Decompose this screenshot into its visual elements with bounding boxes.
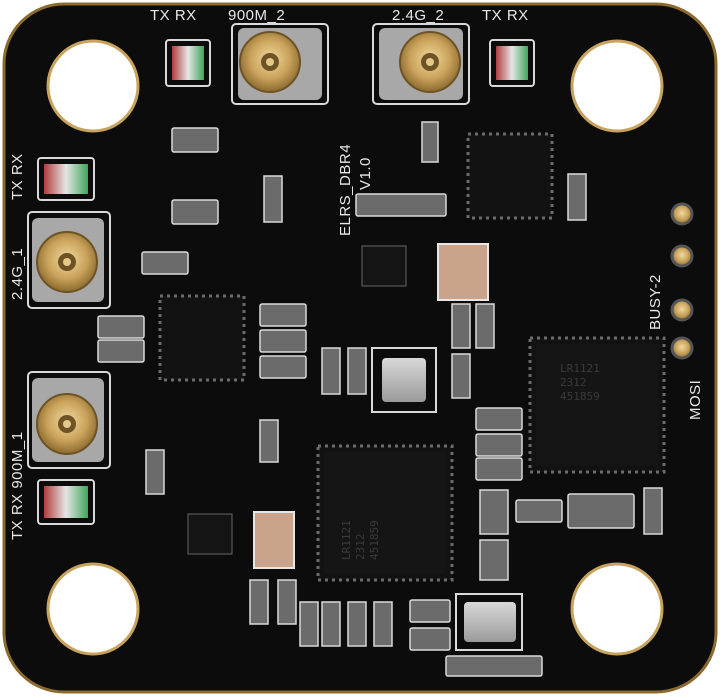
led-tx-rx-top-right bbox=[489, 39, 535, 87]
silk-left-lower-combined: TX RX 900M_1 bbox=[9, 431, 26, 540]
silk-top-left-ledlabel: TX RX bbox=[150, 7, 197, 24]
silk-board-name: ELRS_DBR4 bbox=[337, 144, 354, 236]
antenna-connector-2-4g-2 bbox=[372, 23, 470, 105]
rf-chip-right bbox=[528, 336, 666, 474]
silk-left-upper-ledlabel: TX RX bbox=[9, 153, 26, 200]
svg-text:2312: 2312 bbox=[560, 376, 587, 389]
svg-text:451859: 451859 bbox=[560, 390, 600, 403]
silk-top-right-ledlabel: TX RX bbox=[482, 7, 529, 24]
mounting-hole-top-left bbox=[46, 39, 140, 133]
solder-pads-right bbox=[670, 202, 694, 360]
svg-text:LR1121: LR1121 bbox=[340, 520, 353, 560]
passive-components bbox=[97, 121, 663, 677]
rf-chip-center bbox=[316, 444, 454, 582]
antenna-connector-2-4g-1 bbox=[27, 211, 111, 309]
svg-text:LR1121: LR1121 bbox=[560, 362, 600, 375]
antenna-connector-900m-2 bbox=[231, 23, 329, 105]
soic-chip-top bbox=[361, 243, 489, 301]
crystal-bottom bbox=[455, 593, 523, 651]
silk-board-version: V1.0 bbox=[357, 157, 374, 190]
silk-left-upper-antenna: 2.4G_1 bbox=[9, 248, 26, 300]
led-tx-rx-left-upper bbox=[37, 157, 95, 201]
led-tx-rx-top-left bbox=[165, 39, 211, 87]
chip-marking-right: LR1121 2312 451859 bbox=[560, 362, 600, 403]
mcu-chip-top-right bbox=[466, 132, 554, 220]
chip-marking-center: LR1121 2312 451859 bbox=[340, 520, 381, 560]
silk-pad-busy: BUSY-2 bbox=[647, 274, 664, 330]
mounting-hole-top-right bbox=[570, 39, 664, 133]
crystal-center bbox=[371, 347, 437, 413]
mounting-hole-bottom-right bbox=[570, 562, 664, 656]
mounting-hole-bottom-left bbox=[46, 562, 140, 656]
svg-text:451859: 451859 bbox=[368, 520, 381, 560]
silk-pad-mosi: MOSI bbox=[687, 380, 704, 420]
led-tx-rx-left-lower bbox=[37, 479, 95, 525]
silk-top-left-antenna: 900M_2 bbox=[228, 7, 285, 24]
mounting-holes bbox=[46, 39, 664, 656]
soic-chip-bottom bbox=[187, 511, 295, 569]
antenna-connector-900m-1 bbox=[27, 371, 111, 469]
silk-top-right-antenna: 2.4G_2 bbox=[392, 7, 444, 24]
mcu-chip-left bbox=[158, 294, 246, 382]
svg-text:2312: 2312 bbox=[354, 534, 367, 561]
